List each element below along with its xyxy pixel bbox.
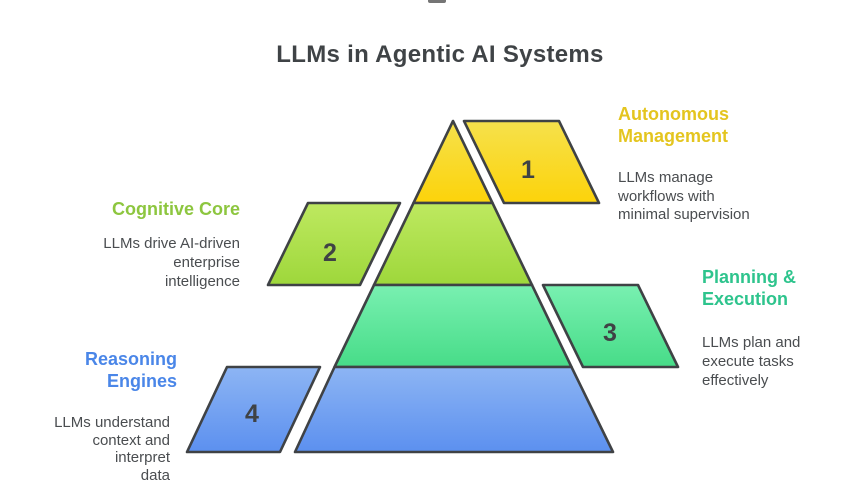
level-4-heading-line-1: Reasoning (84, 349, 177, 369)
level-3-heading: Planning & Execution (702, 267, 847, 310)
level-2-heading-line-1: Cognitive Core (111, 199, 240, 219)
level-4-desc-line-2: context and interpret (92, 431, 170, 467)
level-3-number: 3 (603, 319, 617, 347)
level-4-description: LLMs understand context and interpret da… (35, 414, 170, 483)
level-3-band (333, 283, 573, 369)
level-1-desc-line-3: minimal supervision (618, 206, 750, 223)
cropped-top-fragment (428, 0, 446, 3)
level-2-description: LLMs drive AI-driven enterprise intellig… (80, 234, 240, 291)
level-1-heading-line-1: Autonomous (618, 104, 729, 124)
level-2-desc-line-3: intelligence (164, 273, 240, 290)
level-1-desc-line-2: workflows with (618, 187, 715, 205)
level-2-band (372, 201, 534, 287)
level-1-description: LLMs manage workflows with minimal super… (618, 169, 793, 225)
level-2-desc-line-2: enterprise (173, 254, 240, 271)
diagram-title: LLMs in Agentic AI Systems (276, 41, 604, 68)
level-1-desc-line-1: LLMs manage (618, 169, 714, 186)
level-1-number: 1 (521, 156, 535, 184)
level-1-heading-line-2: Management (618, 125, 729, 146)
level-3-heading-line-1: Planning & (702, 267, 796, 287)
level-3-heading-line-2: Execution (702, 288, 789, 309)
level-4-desc-line-1: LLMs understand (54, 414, 170, 431)
level-3-tab (541, 283, 680, 369)
level-4-desc-line-3: data (140, 466, 170, 483)
pyramid-shapes (185, 119, 680, 454)
level-4-number: 4 (245, 400, 259, 428)
level-4-heading: Reasoning Engines (47, 349, 177, 392)
level-numbers: 1 2 3 4 (245, 156, 617, 428)
level-3-desc-line-3: effectively (702, 372, 769, 389)
level-2-tab (266, 201, 402, 287)
level-4-band (293, 365, 615, 454)
level-1-tab (462, 119, 601, 205)
level-4-tab (185, 365, 322, 454)
level-3-desc-line-1: LLMs plan and (702, 334, 801, 351)
level-1-heading: Autonomous Management (618, 104, 788, 147)
level-4-heading-line-2: Engines (106, 370, 177, 391)
level-3-desc-line-2: execute tasks (702, 353, 794, 370)
level-2-heading: Cognitive Core (80, 199, 240, 221)
level-3-description: LLMs plan and execute tasks effectively (702, 333, 847, 390)
level-2-number: 2 (323, 239, 337, 267)
level-2-desc-line-1: LLMs drive AI-driven (103, 235, 240, 252)
